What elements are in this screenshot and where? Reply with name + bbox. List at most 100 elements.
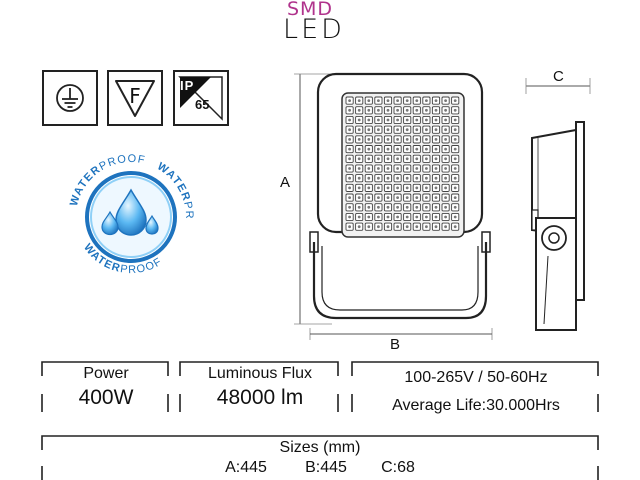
led-chip-lens — [453, 118, 457, 122]
led-chip-lens — [348, 157, 351, 161]
dim-label-c: C — [553, 68, 564, 85]
led-chip-lens — [396, 147, 399, 151]
led-chip-lens — [357, 215, 361, 219]
led-chip-lens — [367, 157, 371, 161]
led-chip-lens — [444, 225, 447, 229]
led-chip-lens — [367, 225, 371, 229]
power-value: 400W — [78, 386, 134, 409]
led-chip-lens — [415, 147, 419, 151]
led-chip-lens — [425, 196, 428, 200]
led-chip-lens — [405, 205, 409, 209]
led-chip-lens — [348, 99, 351, 102]
dim-label-b: B — [390, 336, 400, 353]
ground-cert-box — [42, 70, 98, 126]
led-chip-lens — [453, 138, 457, 141]
led-chip-lens — [425, 108, 428, 112]
voltage-text: 100-265V / 50-60Hz — [404, 369, 548, 386]
led-chip-lens — [425, 176, 428, 180]
led-chip-lens — [444, 118, 447, 122]
led-chip-lens — [453, 205, 457, 209]
led-chip-lens — [444, 176, 447, 180]
led-chip-lens — [444, 205, 447, 209]
led-chip-lens — [348, 225, 351, 229]
led-chip-lens — [377, 167, 380, 170]
led-chip-lens — [367, 118, 371, 122]
led-chip-lens — [434, 186, 438, 190]
led-chip-lens — [415, 215, 419, 219]
led-chip-lens — [434, 225, 438, 229]
led-chip-lens — [396, 176, 399, 180]
led-chip-lens — [434, 196, 438, 200]
led-chip-lens — [453, 215, 457, 219]
led-chip-lens — [348, 176, 351, 180]
led-chip-lens — [357, 138, 361, 141]
led-chip-lens — [434, 138, 438, 141]
led-chip-lens — [444, 167, 447, 170]
led-chip-lens — [357, 118, 361, 122]
size-b: B:445 — [305, 459, 347, 476]
badge-ring — [85, 171, 177, 263]
led-chip-lens — [405, 225, 409, 229]
led-chip-lens — [425, 147, 428, 151]
ip-rating-cert-box: IP 65 — [173, 70, 229, 126]
led-chip-lens — [367, 196, 371, 200]
led-chip-lens — [405, 138, 409, 141]
led-chip-lens — [415, 108, 419, 112]
led-chip-lens — [415, 157, 419, 161]
led-chip-lens — [386, 205, 390, 209]
led-chip-lens — [434, 99, 438, 102]
led-chip-lens — [405, 108, 409, 112]
led-chip-lens — [386, 196, 390, 200]
led-chip-lens — [357, 225, 361, 229]
led-chip-lens — [444, 186, 447, 190]
led-chip-lens — [405, 128, 409, 132]
led-chip-lens — [405, 176, 409, 180]
led-chip-lens — [405, 215, 409, 219]
technical-drawing: A B C — [280, 68, 591, 353]
led-chip-lens — [348, 215, 351, 219]
led-chip-lens — [357, 205, 361, 209]
brand-led-text: LED — [283, 14, 345, 45]
led-chip-lens — [386, 176, 390, 180]
led-chip-lens — [386, 225, 390, 229]
led-chip-lens — [415, 167, 419, 170]
led-chip-lens — [367, 176, 371, 180]
luminous-flux-label: Luminous Flux — [207, 365, 313, 382]
led-chip-lens — [348, 138, 351, 141]
led-chip-lens — [405, 118, 409, 122]
led-chip-lens — [453, 108, 457, 112]
led-chip-lens — [357, 108, 361, 112]
led-chip-lens — [415, 196, 419, 200]
led-chip-lens — [444, 108, 447, 112]
led-grid — [345, 96, 460, 231]
led-chip-lens — [377, 138, 380, 141]
led-chip-lens — [367, 186, 371, 190]
led-chip-lens — [396, 225, 399, 229]
led-chip-lens — [425, 167, 428, 170]
led-chip-lens — [425, 157, 428, 161]
led-chip-lens — [377, 225, 380, 229]
led-chip-lens — [444, 215, 447, 219]
led-chip-lens — [386, 128, 390, 132]
led-chip-lens — [415, 128, 419, 132]
led-chip-lens — [348, 118, 351, 122]
led-chip-lens — [415, 205, 419, 209]
led-chip-lens — [434, 118, 438, 122]
led-chip-lens — [453, 196, 457, 200]
led-chip-lens — [377, 99, 380, 102]
led-chip-lens — [386, 99, 390, 102]
led-chip-lens — [386, 157, 390, 161]
led-chip-lens — [415, 176, 419, 180]
led-chip-lens — [396, 128, 399, 132]
led-chip-lens — [415, 186, 419, 190]
led-chip-lens — [386, 108, 390, 112]
led-chip-lens — [386, 186, 390, 190]
led-chip-lens — [377, 147, 380, 151]
led-chip-lens — [415, 138, 419, 141]
water-drop-small-left-icon — [101, 210, 119, 236]
led-chip-lens — [396, 186, 399, 190]
led-chip-lens — [434, 108, 438, 112]
led-chip-lens — [377, 196, 380, 200]
led-chip-lens — [396, 118, 399, 122]
led-chip-lens — [377, 205, 380, 209]
